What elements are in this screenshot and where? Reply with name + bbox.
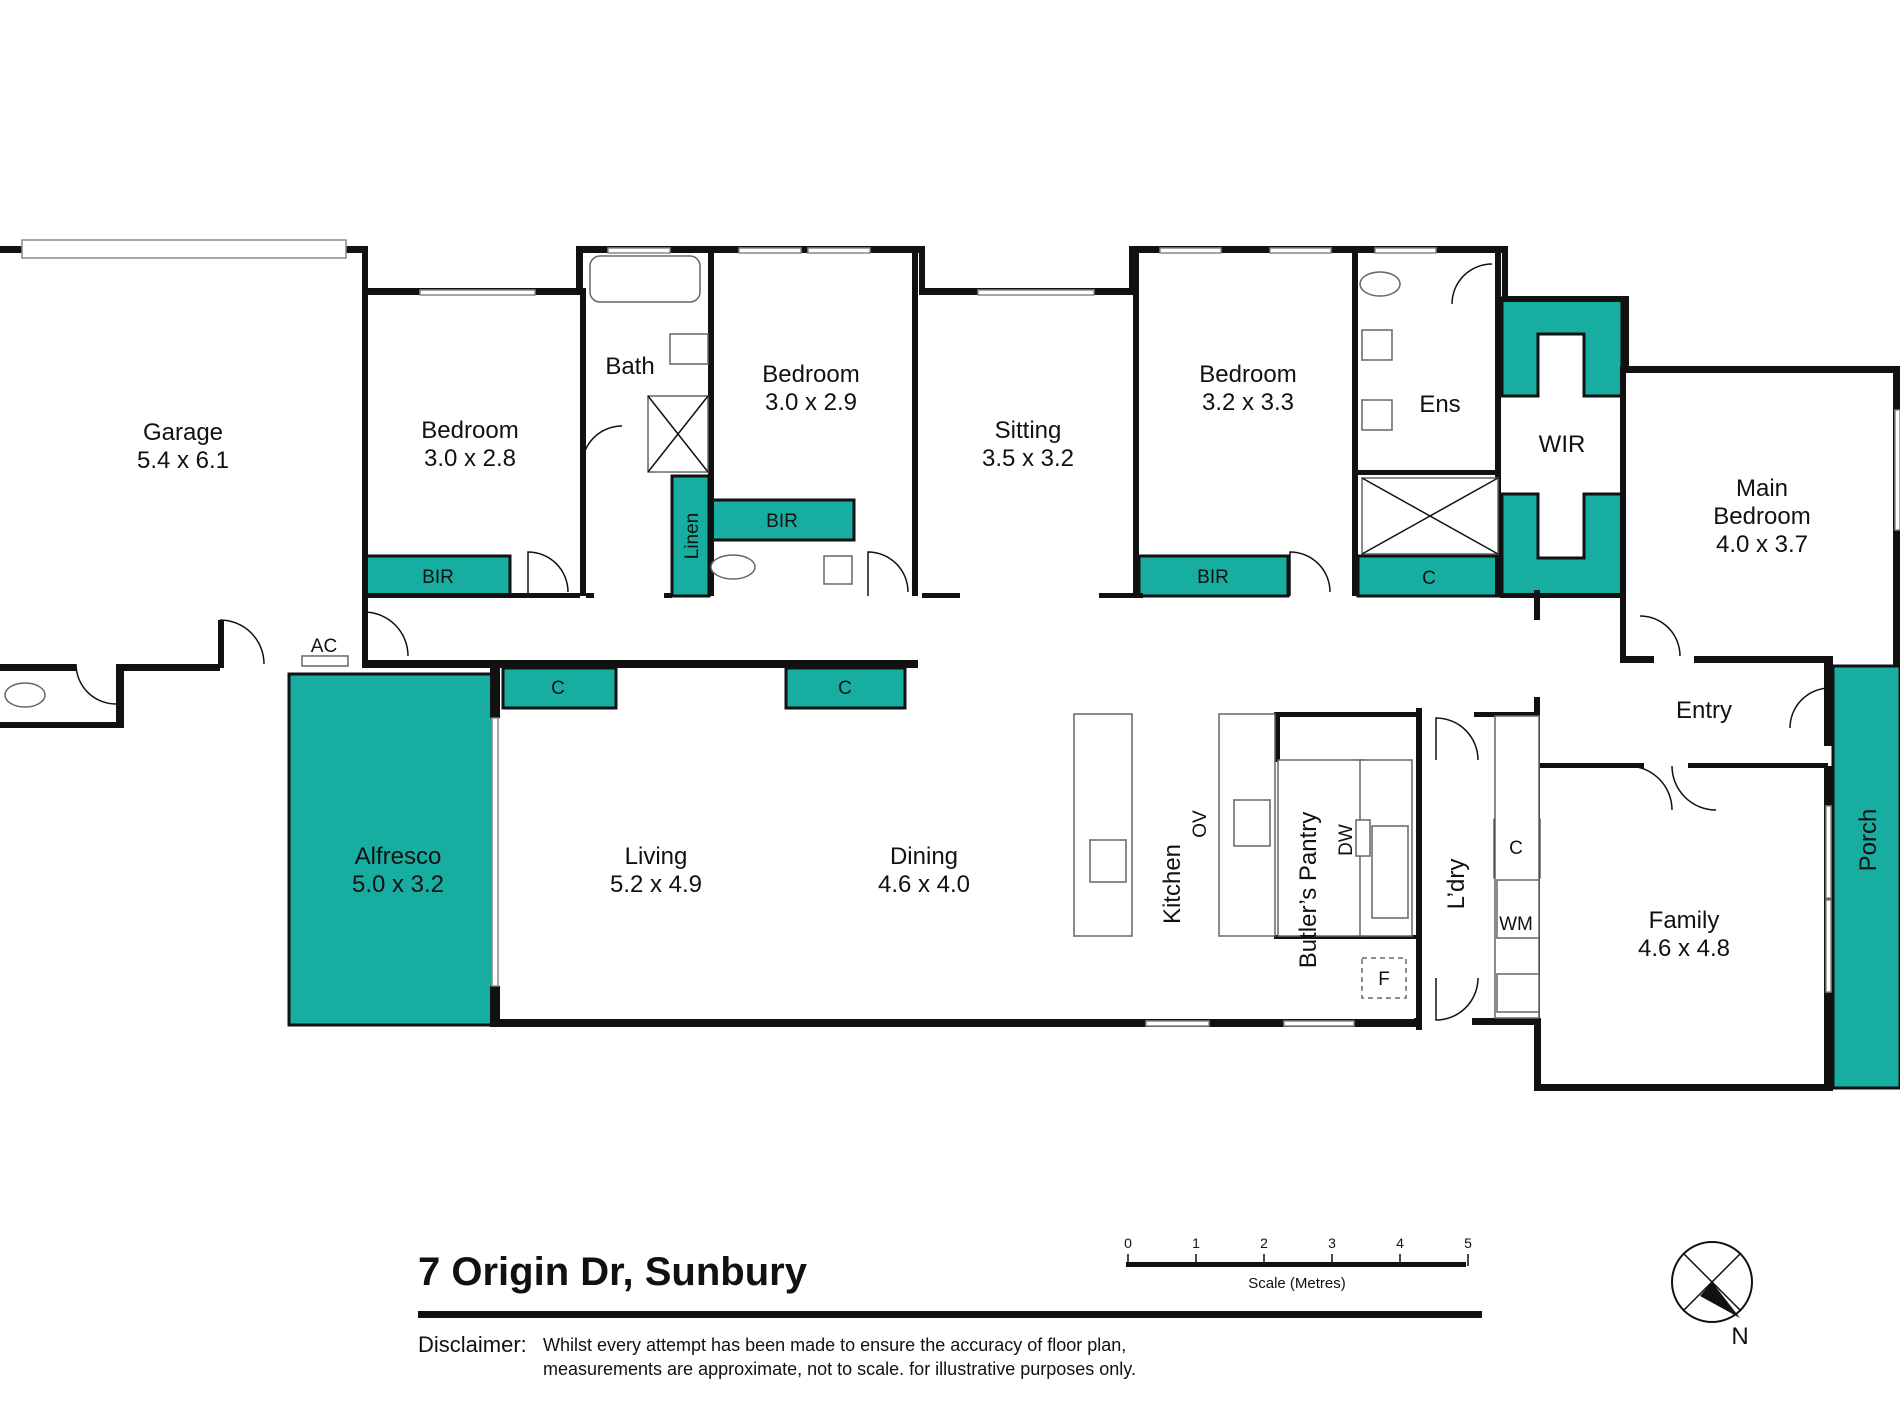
bathtub (589, 255, 701, 303)
label-bedroom-3: Bedroom (762, 361, 859, 388)
porch-area (1831, 664, 1900, 1090)
ac-unit (301, 655, 349, 667)
label-washing-machine: WM (1499, 914, 1533, 935)
disclaimer-line-2: measurements are approximate, not to sca… (543, 1359, 1136, 1379)
dims-bedroom-4: 3.2 x 3.3 (1202, 389, 1294, 416)
label-cupboard-hall-2: C (838, 678, 852, 699)
scale-tick-label: 3 (1328, 1235, 1336, 1251)
label-entry: Entry (1676, 697, 1732, 724)
fridge (1361, 957, 1407, 999)
label-laundry: L’dry (1443, 859, 1470, 910)
toilet-bath (710, 554, 756, 580)
compass: N (1671, 1241, 1753, 1350)
fixtures (4, 255, 1540, 1019)
label-dining: Dining (890, 843, 958, 870)
label-ens: Ens (1419, 391, 1460, 418)
room-labels: Garage 5.4 x 6.1 Bedroom 3.0 x 2.8 Bath … (137, 353, 1882, 968)
scale-caption: Scale (Metres) (1248, 1275, 1346, 1292)
toilet-ens (1359, 271, 1401, 297)
dims-bedroom-2: 3.0 x 2.8 (424, 445, 516, 472)
label-family: Family (1649, 907, 1720, 934)
dims-living: 5.2 x 4.9 (610, 871, 702, 898)
windows (21, 239, 1900, 1027)
dims-dining: 4.6 x 4.0 (878, 871, 970, 898)
label-oven: OV (1190, 810, 1211, 838)
label-ac: AC (311, 636, 337, 657)
bir-bedroom-3 (709, 498, 856, 542)
wir-shelf-top (1500, 296, 1624, 398)
label-living: Living (625, 843, 688, 870)
toilet-garage (4, 682, 46, 708)
cupboard-hall-1 (501, 666, 618, 710)
dims-bedroom-3: 3.0 x 2.9 (765, 389, 857, 416)
scale-tick-label: 1 (1192, 1235, 1200, 1251)
label-bir-2: BIR (766, 511, 798, 532)
property-title: 7 Origin Dr, Sunbury (418, 1250, 807, 1294)
label-cupboard-ens: C (1422, 568, 1436, 589)
label-bedroom-4: Bedroom (1199, 361, 1296, 388)
title-rule (418, 1311, 1482, 1318)
wir-shelf-bottom (1500, 492, 1624, 598)
dims-garage: 5.4 x 6.1 (137, 447, 229, 474)
label-garage: Garage (143, 419, 223, 446)
scale-tick-label: 4 (1396, 1235, 1404, 1251)
disclaimer-line-1: Whilst every attempt has been made to en… (543, 1335, 1127, 1355)
scale-bar: 0 1 2 3 4 5 Scale (Metres) (1124, 1235, 1472, 1292)
scale-tick-label: 5 (1464, 1235, 1472, 1251)
label-butlers-pantry: Butler’s Pantry (1295, 812, 1322, 969)
cupboard-hall-2 (784, 666, 907, 710)
label-bir-1: BIR (422, 567, 454, 588)
dims-sitting: 3.5 x 3.2 (982, 445, 1074, 472)
kitchen-island (1073, 713, 1133, 937)
label-bir-3: BIR (1197, 567, 1229, 588)
label-fridge: F (1378, 969, 1390, 990)
cooktop (1233, 799, 1271, 847)
label-dishwasher: DW (1336, 824, 1357, 856)
label-bath: Bath (605, 353, 654, 380)
label-linen: Linen (682, 513, 703, 560)
bir-bedroom-4 (1137, 554, 1290, 598)
label-cupboard-laundry: C (1509, 838, 1523, 859)
label-wir: WIR (1539, 431, 1586, 458)
label-alfresco: Alfresco (355, 843, 442, 870)
scale-tick-label: 2 (1260, 1235, 1268, 1251)
fixture-labels: BIR BIR BIR Linen C C C C AC OV DW F WM (311, 511, 1533, 990)
label-bedroom-2: Bedroom (421, 417, 518, 444)
alfresco-area (287, 672, 497, 1027)
dims-family: 4.6 x 4.8 (1638, 935, 1730, 962)
scale-tick-label: 0 (1124, 1235, 1132, 1251)
dims-alfresco: 5.0 x 3.2 (352, 871, 444, 898)
dims-main-bedroom: 4.0 x 3.7 (1716, 531, 1808, 558)
washing-machine (1496, 879, 1540, 939)
label-main-bedroom-2: Bedroom (1713, 503, 1810, 530)
linen-cupboard (670, 474, 711, 598)
compass-north: N (1731, 1323, 1748, 1350)
label-kitchen: Kitchen (1159, 844, 1186, 924)
disclaimer-label: Disclaimer: (418, 1332, 527, 1357)
label-cupboard-hall-1: C (551, 678, 565, 699)
label-sitting: Sitting (995, 417, 1062, 444)
door-swings (75, 263, 1831, 1021)
compass-arrow-icon (1700, 1282, 1740, 1318)
label-porch: Porch (1855, 809, 1882, 872)
sink-pantry (1371, 825, 1409, 919)
label-main-bedroom-1: Main (1736, 475, 1788, 502)
